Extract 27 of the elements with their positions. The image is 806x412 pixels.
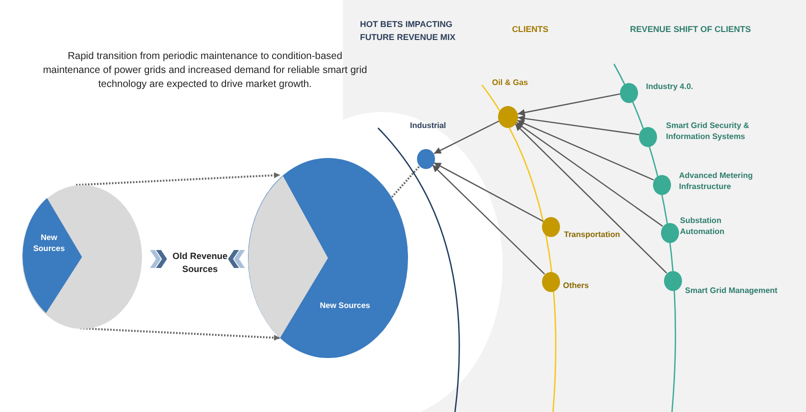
arrow — [432, 164, 545, 274]
node-label: Industry 4.0. — [646, 81, 694, 92]
arrow — [516, 120, 654, 181]
arrow — [434, 120, 500, 154]
node-label: Advanced Metering Infrastructure — [679, 170, 754, 192]
node-label: Transportation — [564, 229, 622, 240]
dotted-arrow — [80, 327, 280, 341]
arrow — [518, 115, 640, 136]
node-label: Smart Grid Management — [685, 285, 778, 296]
node-label: Substation Automation — [680, 215, 726, 237]
column-heading: REVENUE SHIFT OF CLIENTS — [630, 23, 752, 36]
description-text: Rapid transition from periodic maintenance to condition-based maintenance of power grids and increased demand for reliable smart grid technology are expected to drive market growth. — [42, 50, 368, 92]
arrow — [518, 93, 620, 116]
arrow — [434, 162, 544, 222]
pie-label: New Sources — [318, 300, 372, 311]
node-label: Smart Grid Security & Information Systems — [666, 120, 750, 142]
dotted-line — [391, 164, 421, 198]
arrow — [516, 122, 664, 227]
center-label: Old Revenue Sources — [171, 250, 228, 276]
arrow — [514, 123, 668, 274]
node-label: Others — [563, 280, 590, 291]
column-heading: HOT BETS IMPACTING FUTURE REVENUE MIX — [360, 18, 456, 43]
pie-label: New Sources — [32, 232, 66, 254]
node-label: Oil & Gas — [490, 77, 529, 88]
node-label: Industrial — [408, 120, 447, 131]
column-heading: CLIENTS — [512, 23, 550, 36]
dotted-arrow — [76, 172, 280, 186]
